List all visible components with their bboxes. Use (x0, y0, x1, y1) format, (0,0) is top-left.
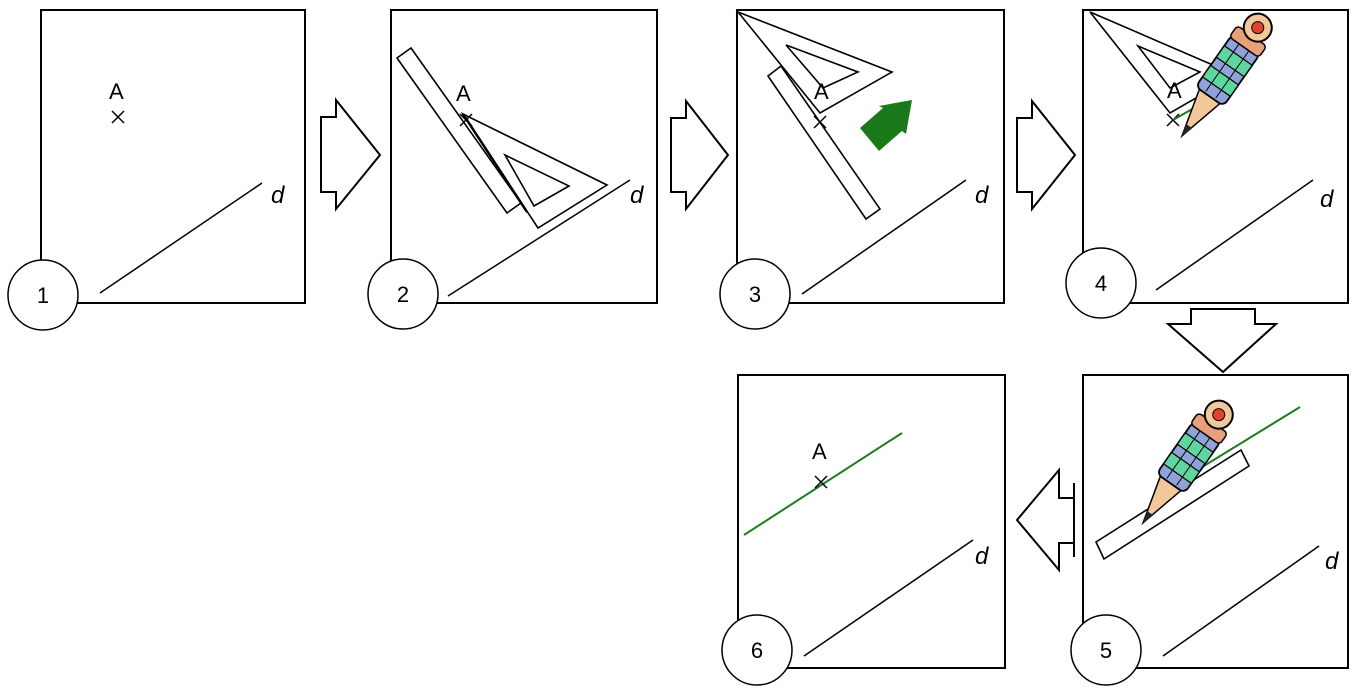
cross-mark-icon (814, 475, 828, 489)
line-d-label: d (1320, 186, 1334, 213)
point-a-label: A (812, 439, 827, 464)
panel-3: d A 3 (719, 9, 1005, 330)
line-d (1162, 545, 1320, 657)
line-d (99, 182, 263, 294)
step-number: 1 (37, 283, 49, 308)
step-arrow (1165, 308, 1279, 374)
step-circle (367, 258, 439, 330)
step-number: 2 (397, 282, 409, 307)
step-arrow (320, 97, 382, 212)
step-arrow (1015, 467, 1075, 573)
panel-frame (40, 9, 306, 304)
step-number: 3 (749, 282, 761, 307)
step-number: 5 (1100, 638, 1112, 663)
line-d-label: d (975, 182, 989, 209)
step-number: 6 (751, 638, 763, 663)
ruler-icon (766, 64, 882, 221)
line-d-label: d (1325, 548, 1339, 575)
point-a-label: A (456, 81, 471, 106)
panel-5: d A 5 (1070, 374, 1349, 686)
step-number: 4 (1095, 271, 1107, 296)
point-a-label: A (814, 79, 829, 104)
step-circle (719, 258, 791, 330)
step-circle (1070, 614, 1142, 686)
step-circle (721, 614, 793, 686)
cross-mark-icon (813, 115, 827, 129)
panel-frame (390, 9, 658, 304)
step-arrow (670, 98, 730, 212)
line-d (801, 179, 967, 295)
line-d (1155, 179, 1314, 291)
step-circle (7, 259, 79, 331)
point-a-label: A (109, 79, 124, 104)
panel-2: d A 2 (367, 9, 658, 330)
line-d (803, 539, 974, 657)
set-square-icon (735, 10, 894, 115)
step-arrow (1016, 98, 1077, 212)
panel-1: d A 1 (7, 9, 306, 331)
panel-4: d A 4 (1065, 4, 1349, 319)
point-a-label: A (1167, 78, 1182, 103)
cross-mark-icon (459, 113, 473, 127)
panel-frame (737, 374, 1006, 669)
line-d (447, 179, 631, 297)
green-arrow-icon (860, 100, 912, 151)
panel-6: d A 6 (721, 374, 1006, 686)
set-square-icon (460, 111, 609, 230)
line-d-label: d (975, 543, 989, 570)
step-circle (1065, 247, 1137, 319)
cross-mark-icon (111, 110, 125, 124)
line-d-label: d (630, 182, 644, 209)
line-d-label: d (271, 182, 285, 209)
